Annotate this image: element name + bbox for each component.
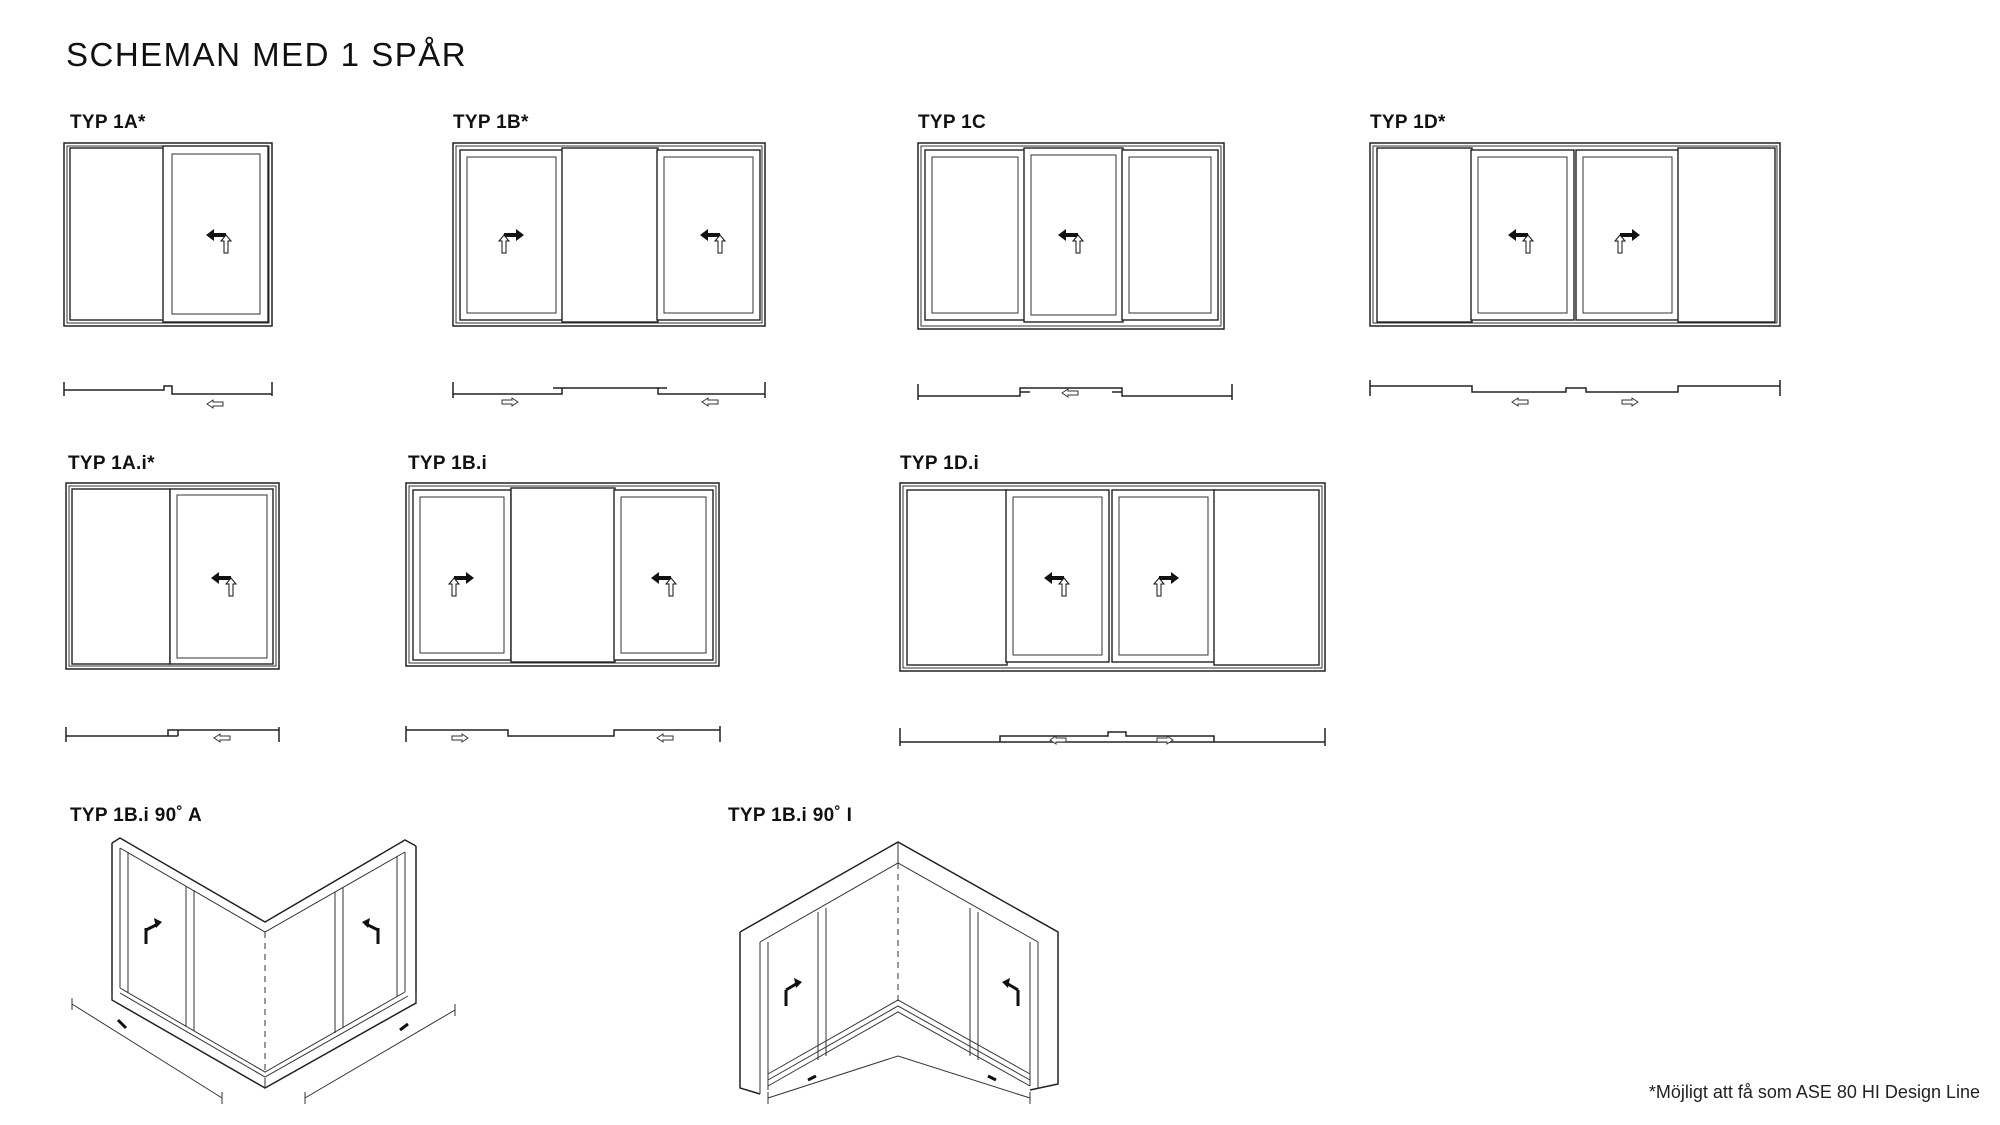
scheme-1c-track xyxy=(917,384,1233,400)
scheme-1bi-90a-isometric xyxy=(71,837,456,1104)
track-arrow-icon xyxy=(451,733,469,743)
scheme-label-1bi: TYP 1B.i xyxy=(408,453,488,474)
scheme-label-1a: TYP 1A* xyxy=(70,112,146,133)
scheme-label-1d: TYP 1D* xyxy=(1370,112,1446,133)
scheme-1ai-elevation xyxy=(65,482,280,670)
page-title: SCHEMAN MED 1 SPÅR xyxy=(66,36,468,73)
scheme-label-1di: TYP 1D.i xyxy=(900,453,980,474)
track-arrow-icon xyxy=(701,397,719,407)
scheme-1a-elevation xyxy=(63,142,273,327)
corner-arrow-icon xyxy=(144,918,162,944)
track-arrow-icon xyxy=(206,399,224,409)
scheme-1ai-track xyxy=(65,727,280,743)
scheme-1d-track xyxy=(1369,380,1781,407)
track-arrow-icon xyxy=(1621,397,1639,407)
scheme-label-1c: TYP 1C xyxy=(918,112,986,133)
scheme-1c-elevation xyxy=(917,142,1225,330)
footnote: *Möjligt att få som ASE 80 HI Design Lin… xyxy=(1648,1082,1980,1102)
scheme-label-1b: TYP 1B* xyxy=(453,112,529,133)
scheme-1b-elevation xyxy=(452,142,766,327)
corner-arrow-icon xyxy=(784,978,802,1006)
corner-arrow-icon xyxy=(362,918,380,944)
track-arrow-icon xyxy=(656,733,674,743)
scheme-1di-track xyxy=(899,728,1326,746)
track-arrow-icon xyxy=(1049,735,1067,745)
track-arrow-icon xyxy=(501,397,519,407)
track-arrow-icon xyxy=(1061,388,1079,398)
scheme-1bi-elevation xyxy=(405,482,720,667)
scheme-label-1bi-90a: TYP 1B.i 90˚ A xyxy=(70,805,202,826)
scheme-1d-elevation xyxy=(1369,142,1781,327)
scheme-label-1ai: TYP 1A.i* xyxy=(68,453,155,474)
scheme-1a-track xyxy=(63,382,273,409)
scheme-1bi-track xyxy=(405,726,721,743)
scheme-1b-track xyxy=(452,382,766,407)
track-arrow-icon xyxy=(1511,397,1529,407)
scheme-label-1bi-90i: TYP 1B.i 90˚ I xyxy=(728,805,853,826)
scheme-1di-elevation xyxy=(899,482,1326,672)
track-arrow-icon xyxy=(1156,735,1174,745)
scheme-1bi-90i-isometric xyxy=(739,841,1059,1104)
track-arrow-icon xyxy=(213,733,231,743)
corner-arrow-icon xyxy=(1002,978,1020,1006)
